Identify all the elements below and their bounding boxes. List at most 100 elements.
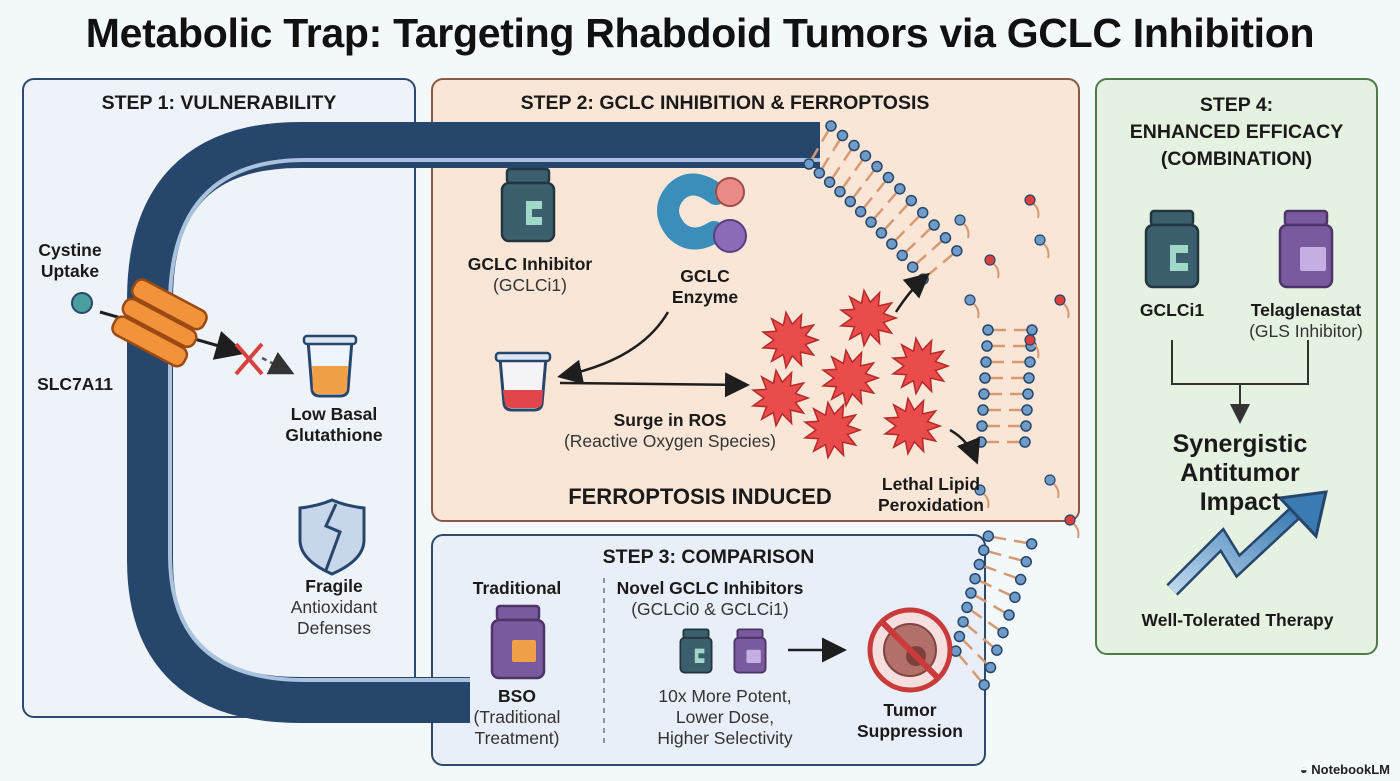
membrane-lipid-icon: [825, 120, 837, 132]
no-tumor-icon: [867, 607, 953, 693]
beaker-icon: [302, 334, 358, 398]
fragile-line3: Defenses: [297, 618, 371, 638]
pill-bottle-icon: [1278, 209, 1334, 289]
potent-line3: Higher Selectivity: [657, 728, 793, 748]
bso-line3: Treatment): [474, 728, 560, 748]
membrane-lipid-icon: [894, 183, 906, 195]
lipid-fragment-icon: [1024, 194, 1036, 206]
lipid-fragment-icon: [974, 484, 986, 496]
ros-line1: Surge in ROS: [613, 410, 727, 430]
step2-title: STEP 2: GCLC INHIBITION & FERROPTOSIS: [520, 92, 930, 114]
membrane-lipid-icon: [977, 404, 989, 416]
tumor-line1: Tumor: [883, 700, 937, 720]
membrane-lipid-icon: [848, 139, 860, 152]
trend-up-icon: [1166, 490, 1328, 596]
fragile-line1: Fragile: [305, 576, 363, 596]
cystine-molecule-icon: [71, 292, 93, 314]
membrane-lipid-icon: [871, 160, 883, 173]
membrane-lipid-icon: [859, 150, 872, 162]
lipid-fragment-icon: [954, 214, 966, 226]
potent-line2: Lower Dose,: [675, 707, 775, 727]
membrane-lipid-icon: [1014, 573, 1027, 586]
tolerated-label: Well-Tolerated Therapy: [1141, 610, 1334, 630]
syn-line2: Antitumor: [1180, 459, 1300, 487]
lipid-line1: Lethal Lipid: [881, 474, 981, 494]
ros-label: Surge in ROS (Reactive Oxygen Species): [540, 410, 800, 452]
bso-label: BSO (Traditional Treatment): [452, 686, 582, 749]
inhibitor-label: GCLC Inhibitor (GCLCi1): [450, 254, 610, 296]
step4-title: STEP 4: ENHANCED EFFICACY (COMBINATION): [1095, 92, 1378, 173]
lipid-fragment-icon: [984, 254, 996, 266]
novel-label: Novel GCLC Inhibitors (GCLCi0 & GCLCi1): [610, 578, 810, 620]
pill-bottle-icon: [490, 604, 546, 680]
membrane-lipid-icon: [982, 324, 994, 336]
membrane-lipid-icon: [1024, 356, 1036, 368]
notebook-icon: ◒: [1299, 762, 1312, 777]
membrane-lipid-icon: [875, 227, 888, 239]
membrane-lipid-icon: [982, 530, 995, 542]
membrane-lipid-icon: [916, 206, 929, 219]
lipid-fragment-icon: [1054, 294, 1066, 306]
step4-title-line2: ENHANCED EFFICACY: [1129, 121, 1344, 143]
blocked-x-icon: [234, 342, 264, 376]
syn-line3: Impact: [1199, 488, 1281, 516]
ros-bursts: [750, 288, 951, 460]
potency-label: 10x More Potent, Lower Dose, Higher Sele…: [630, 686, 820, 749]
membrane-lipid-icon: [957, 616, 969, 628]
membrane-lipid-icon: [997, 626, 1009, 639]
membrane-lipid-icon: [975, 436, 987, 448]
enzyme-label: GCLC Enzyme: [660, 266, 750, 308]
membrane-lipid-icon: [961, 601, 973, 614]
drug2-line2: (GLS Inhibitor): [1249, 321, 1363, 341]
cell-membrane: [127, 122, 820, 723]
novel-line1: Novel GCLC Inhibitors: [616, 578, 804, 598]
beaker-icon: [494, 351, 552, 412]
ros-burst-icon: [890, 336, 951, 396]
membrane-lipid-icon: [981, 340, 993, 352]
fragile-label: Fragile Antioxidant Defenses: [264, 576, 404, 639]
membrane-lipid-icon: [976, 420, 988, 432]
enzyme-icon: [657, 173, 747, 253]
membrane-lipid-icon: [979, 372, 991, 384]
pill-bottle-icon: [1144, 209, 1200, 289]
pill-bottle-icon: [679, 628, 713, 674]
enzyme-line1: GCLC: [680, 266, 730, 286]
drug2-line1: Telaglenastat: [1250, 300, 1362, 320]
drug2-label: Telaglenastat (GLS Inhibitor): [1232, 300, 1380, 342]
membrane-lipid-icon: [834, 185, 846, 198]
membrane-lipid-icon: [813, 167, 826, 179]
membrane-lipid-icon: [1019, 436, 1031, 448]
brand-label: ◒ NotebookLM: [1300, 762, 1390, 777]
membrane-lipid-icon: [1020, 420, 1032, 432]
membrane-lipid-icon: [823, 176, 836, 188]
potent-line1: 10x More Potent,: [658, 686, 792, 706]
membrane-lipid-icon: [973, 558, 986, 571]
transporter-icon: [111, 278, 208, 368]
traditional-label: Traditional: [472, 578, 562, 598]
membrane-lipid-icon: [905, 194, 918, 207]
tumor-line2: Suppression: [857, 721, 963, 741]
membrane-lipid-icon: [886, 238, 898, 250]
membrane-lipid-icon: [844, 195, 857, 208]
lipid-fragment-icon: [1024, 334, 1036, 346]
bso-line1: BSO: [498, 686, 536, 706]
membrane-lipid-icon: [1003, 609, 1015, 621]
membrane-lipid-icon: [969, 572, 981, 585]
inhibitor-line1: GCLC Inhibitor: [467, 254, 593, 274]
lipid-line2: Peroxidation: [878, 495, 984, 515]
membrane-lipid-icon: [854, 205, 867, 218]
membrane-lipid-icon: [1023, 372, 1035, 384]
brand-text: NotebookLM: [1311, 762, 1390, 777]
membrane-lipid-icon: [991, 644, 1003, 656]
pill-bottle-icon: [500, 167, 556, 243]
cystine-line1: Cystine: [38, 240, 102, 260]
drug1-label: GCLCi1: [1139, 300, 1205, 320]
ferroptosis-induced-label: FERROPTOSIS INDUCED: [568, 484, 832, 509]
membrane-lipid-icon: [896, 249, 909, 262]
step4-title-line1: STEP 4:: [1199, 94, 1274, 116]
membrane-lipid-icon: [882, 171, 895, 184]
membrane-lipid-icon: [1021, 404, 1033, 416]
ros-burst-icon: [760, 310, 821, 370]
ros-burst-icon: [750, 368, 811, 428]
